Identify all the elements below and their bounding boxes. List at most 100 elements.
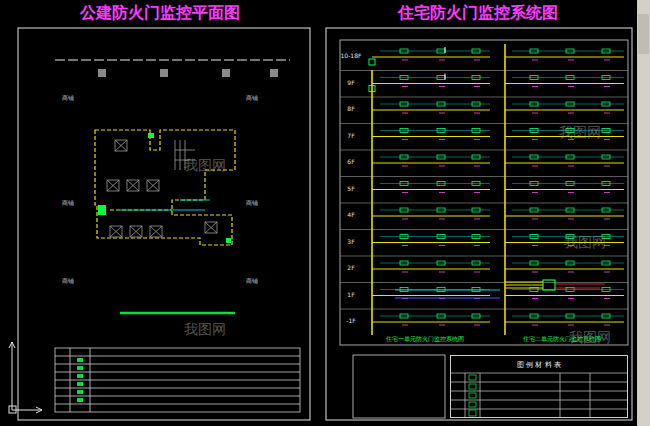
wire [568,166,574,167]
wire [372,322,490,323]
wire [340,97,628,98]
door-module [602,261,610,265]
room-label: 商铺 [62,200,74,207]
door-module [566,182,574,186]
wire [512,289,624,290]
wire [505,216,624,217]
wire [604,166,610,167]
floor-label: 1F [347,292,354,299]
door-module [400,182,408,186]
wire [512,316,624,317]
wire [505,163,624,164]
door-module [400,129,408,133]
wire [402,245,408,246]
door-module [566,102,574,106]
door-module [400,208,408,212]
wire [532,86,538,87]
wire [380,77,490,78]
wire [340,282,628,283]
wire [439,113,445,114]
wire [372,163,490,164]
wire [380,316,490,317]
door-module [566,49,574,53]
floor-label: -1F [346,318,355,325]
door-module [400,76,408,80]
wire [532,166,538,167]
door-module [437,182,445,186]
door-module [472,76,480,80]
wire [512,77,624,78]
wire [402,192,408,193]
wire [380,183,490,184]
door-module [437,102,445,106]
wire [512,183,624,184]
door-module [472,314,480,318]
wire [532,60,538,61]
wire [380,130,490,131]
floor-label: 7F [347,133,354,140]
floor-label: 4F [347,212,354,219]
wire [505,322,624,323]
door-module [530,102,538,106]
room-label: 商铺 [246,95,258,102]
sheet-title: 住宅防火门监控系统图 [398,4,558,22]
wire [568,272,574,273]
wire [604,86,610,87]
wire [402,272,408,273]
door-module [602,155,610,159]
door-module [530,235,538,239]
wire [512,104,624,105]
wire [340,256,628,257]
wire [402,60,408,61]
wire [445,47,446,53]
door-module [530,208,538,212]
wire [474,325,480,326]
wire [372,216,490,217]
door-module [400,49,408,53]
wire [380,210,490,211]
watermark: 我图网 [184,322,226,337]
wire [445,74,446,80]
wire [474,139,480,140]
wire [474,60,480,61]
wire [402,113,408,114]
wire [505,57,624,58]
wire [505,295,624,296]
door-module [437,76,445,80]
door-module [602,182,610,186]
wire [380,104,490,105]
wire [474,192,480,193]
wire [532,139,538,140]
wire [372,242,490,243]
wire [372,189,490,190]
wire [474,219,480,220]
wire [532,219,538,220]
wire [505,189,624,190]
watermark: 我图网 [184,158,226,173]
watermark: 我图网 [559,125,601,140]
wire [532,245,538,246]
wire [604,113,610,114]
wire [380,51,490,52]
wire [380,263,490,264]
door-module [437,261,445,265]
wire [402,166,408,167]
door-module [530,49,538,53]
wire [439,245,445,246]
wire [474,245,480,246]
door-module [530,155,538,159]
wire [439,60,445,61]
wire [439,192,445,193]
wire [372,269,490,270]
wire [340,70,628,71]
room-label: 商铺 [246,278,258,285]
wire [604,60,610,61]
wire [340,203,628,204]
door-module [602,49,610,53]
wire [532,192,538,193]
floor-label: 8F [347,106,354,113]
wire [340,229,628,230]
wire [532,113,538,114]
wire [474,113,480,114]
door-module [437,155,445,159]
